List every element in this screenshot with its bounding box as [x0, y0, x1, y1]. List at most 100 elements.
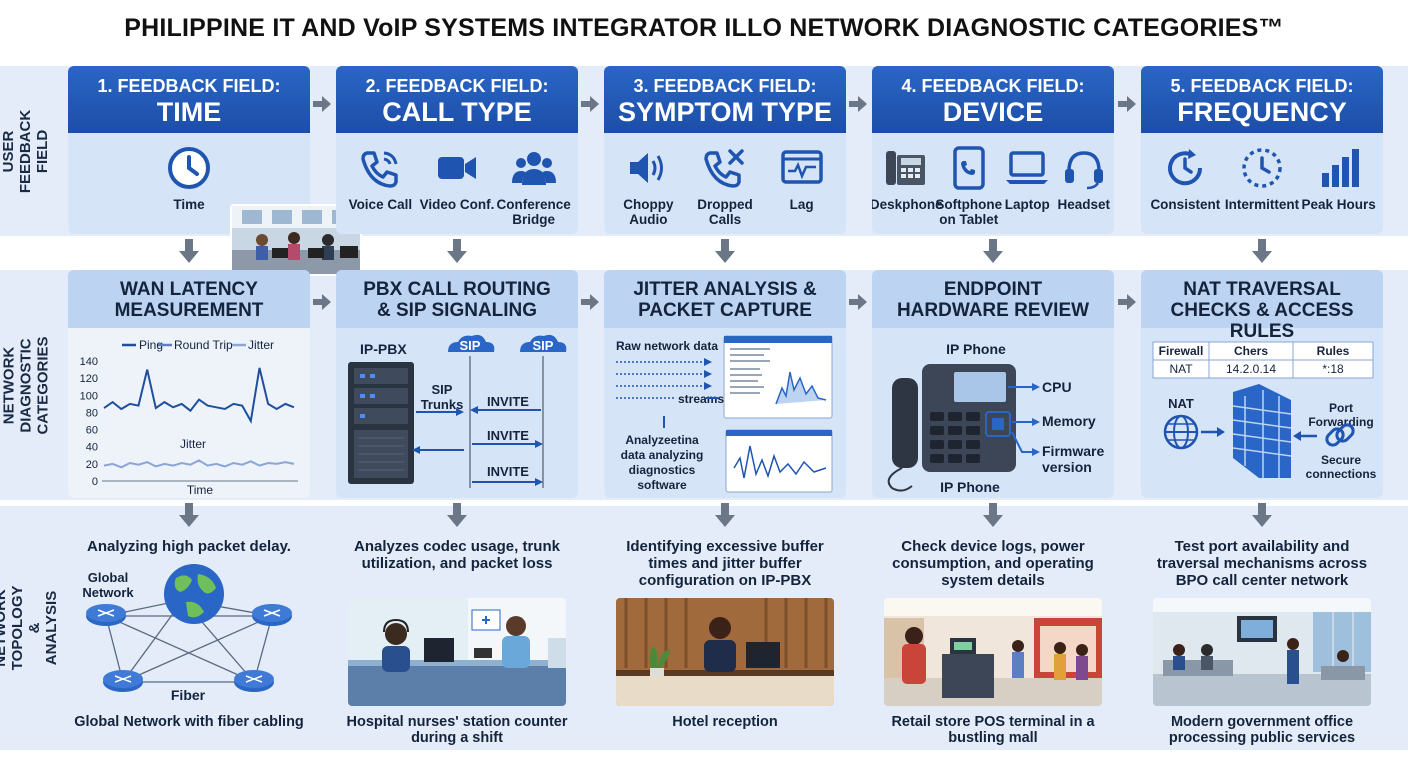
y-tick-label: 120 — [80, 373, 98, 385]
dotted-clock-icon — [1242, 148, 1282, 188]
arrow-down-icon — [447, 239, 467, 263]
conference-bridge-item: Conference Bridge — [496, 145, 572, 227]
diagnostic-card-endpoint: ENDPOINT HARDWARE REVIEW IP Phone CPU Me… — [872, 270, 1114, 498]
x-axis-label: Time — [187, 483, 214, 497]
arrow-down-icon — [715, 503, 735, 527]
phone-icon — [361, 151, 399, 188]
svg-text:INVITE: INVITE — [487, 394, 529, 409]
lag-item: Lag — [764, 145, 840, 227]
router-icon — [252, 604, 292, 626]
arrow-right-icon — [313, 96, 331, 112]
graph-window — [725, 429, 833, 493]
latency-line-chart: Ping Round Trip Jitter 14012010080604020… — [80, 338, 298, 497]
globe-icon — [164, 564, 224, 624]
sip-cloud-icon — [448, 334, 495, 352]
arrow-right-icon — [1118, 96, 1136, 112]
svg-text:IP Phone: IP Phone — [946, 341, 1006, 357]
arrow-right-icon — [849, 96, 867, 112]
fiber-label: Fiber — [171, 687, 206, 703]
arrow-down-icon — [447, 503, 467, 527]
diagnostic-card-title: ENDPOINT HARDWARE REVIEW — [872, 270, 1114, 328]
softphone-item: Softphone on Tablet — [935, 145, 1002, 227]
hotel-scene-image — [616, 598, 834, 706]
feedback-card-header: 1. FEEDBACK FIELD: TIME — [68, 66, 310, 133]
arrow-down-icon — [179, 503, 199, 527]
firewall-wall-icon — [1232, 384, 1292, 478]
diagnostic-card-nat: NAT TRAVERSAL CHECKS & ACCESS RULES Fire… — [1141, 270, 1383, 498]
svg-text:14.2.0.14: 14.2.0.14 — [1226, 362, 1276, 376]
diagnostic-card-title: PBX CALL ROUTING & SIP SIGNALING — [336, 270, 578, 328]
ping-series-line — [103, 367, 295, 424]
router-icon — [103, 670, 143, 692]
svg-text:SIP: SIP — [533, 338, 554, 353]
headset-icon — [1064, 151, 1103, 190]
voice-call-item: Voice Call — [342, 145, 418, 227]
bar-chart-icon — [1321, 149, 1359, 187]
hospital-scene-image — [348, 598, 566, 706]
dropped-call-icon — [704, 149, 744, 188]
cycle-clock-icon — [1168, 149, 1203, 186]
feedback-card-header: 5. FEEDBACK FIELD: FREQUENCY — [1141, 66, 1383, 133]
arrow-down-icon — [1252, 503, 1272, 527]
firewall-rules-table: Firewall Chers Rules NAT 14.2.0.14 *:18 — [1152, 341, 1374, 379]
feedback-card-frequency: 5. FEEDBACK FIELD: FREQUENCY Consistent … — [1141, 66, 1383, 234]
y-tick-label: 80 — [86, 407, 98, 419]
nat-firewall-diagram: Firewall Chers Rules NAT 14.2.0.14 *:18 … — [1152, 341, 1377, 481]
feedback-card-header: 3. FEEDBACK FIELD: SYMPTOM TYPE — [604, 66, 846, 133]
y-tick-label: 20 — [86, 459, 98, 471]
diagnostic-card-pbx: PBX CALL ROUTING & SIP SIGNALING IP-PBX … — [336, 270, 578, 498]
diagnostic-card-jitter: JITTER ANALYSIS & PACKET CAPTURE Raw net… — [604, 270, 846, 498]
topology-card-hospital: Analyzes codec usage, trunk utilization,… — [346, 538, 568, 746]
feedback-card-header: 2. FEEDBACK FIELD: CALL TYPE — [336, 66, 578, 133]
router-icon — [86, 604, 126, 626]
band-label-diagnostic: NETWORK DIAGNOSTIC CATEGORIES — [0, 335, 52, 435]
y-tick-label: 0 — [92, 476, 98, 488]
ip-phone-icon — [892, 378, 918, 468]
page-title: PHILIPPINE IT AND VoIP SYSTEMS INTEGRATO… — [124, 14, 1284, 42]
diagnostic-card-title: NAT TRAVERSAL CHECKS & ACCESS RULES — [1141, 270, 1383, 342]
clock-icon — [168, 147, 210, 189]
jitter-annotation: Jitter — [180, 437, 206, 451]
speaker-icon — [630, 153, 664, 183]
arrow-down-icon — [179, 239, 199, 263]
svg-text:INVITE: INVITE — [487, 428, 529, 443]
intermittent-item: Intermittent — [1224, 145, 1300, 212]
legend-jitter: Jitter — [248, 338, 274, 352]
arrow-right-icon — [1118, 294, 1136, 310]
legend-ping: Ping — [139, 338, 163, 352]
globe-icon — [1163, 414, 1199, 450]
router-icon — [234, 670, 274, 692]
topology-card-hotel: Identifying excessive buffer times and j… — [604, 530, 846, 748]
arrow-down-icon — [983, 503, 1003, 527]
y-tick-label: 40 — [86, 442, 98, 454]
deskphone-icon — [886, 151, 926, 185]
svg-text:streams: streams — [678, 392, 724, 406]
tablet-icon — [953, 146, 985, 190]
svg-text:SIP: SIP — [460, 338, 481, 353]
government-office-scene-image — [1153, 598, 1371, 706]
dropped-calls-item: Dropped Calls — [687, 145, 763, 227]
legend-round-trip: Round Trip — [174, 338, 233, 352]
y-tick-label: 140 — [80, 356, 98, 368]
choppy-audio-item: Choppy Audio — [610, 145, 686, 227]
raw-data-label: Raw network data — [616, 339, 718, 353]
svg-text:Firewall: Firewall — [1159, 344, 1204, 358]
diagnostic-card-wan-latency: WAN LATENCY MEASUREMENT Ping Round Trip … — [68, 270, 310, 498]
ippbx-label: IP-PBX — [360, 341, 407, 357]
laptop-icon — [1006, 151, 1049, 184]
svg-text:CPU: CPU — [1042, 379, 1072, 395]
svg-text:NAT: NAT — [1169, 362, 1193, 376]
y-tick-label: 100 — [80, 390, 98, 402]
svg-text:Rules: Rules — [1317, 344, 1350, 358]
diagnostic-card-title: JITTER ANALYSIS & PACKET CAPTURE — [604, 270, 846, 328]
arrow-down-icon — [1252, 239, 1272, 263]
